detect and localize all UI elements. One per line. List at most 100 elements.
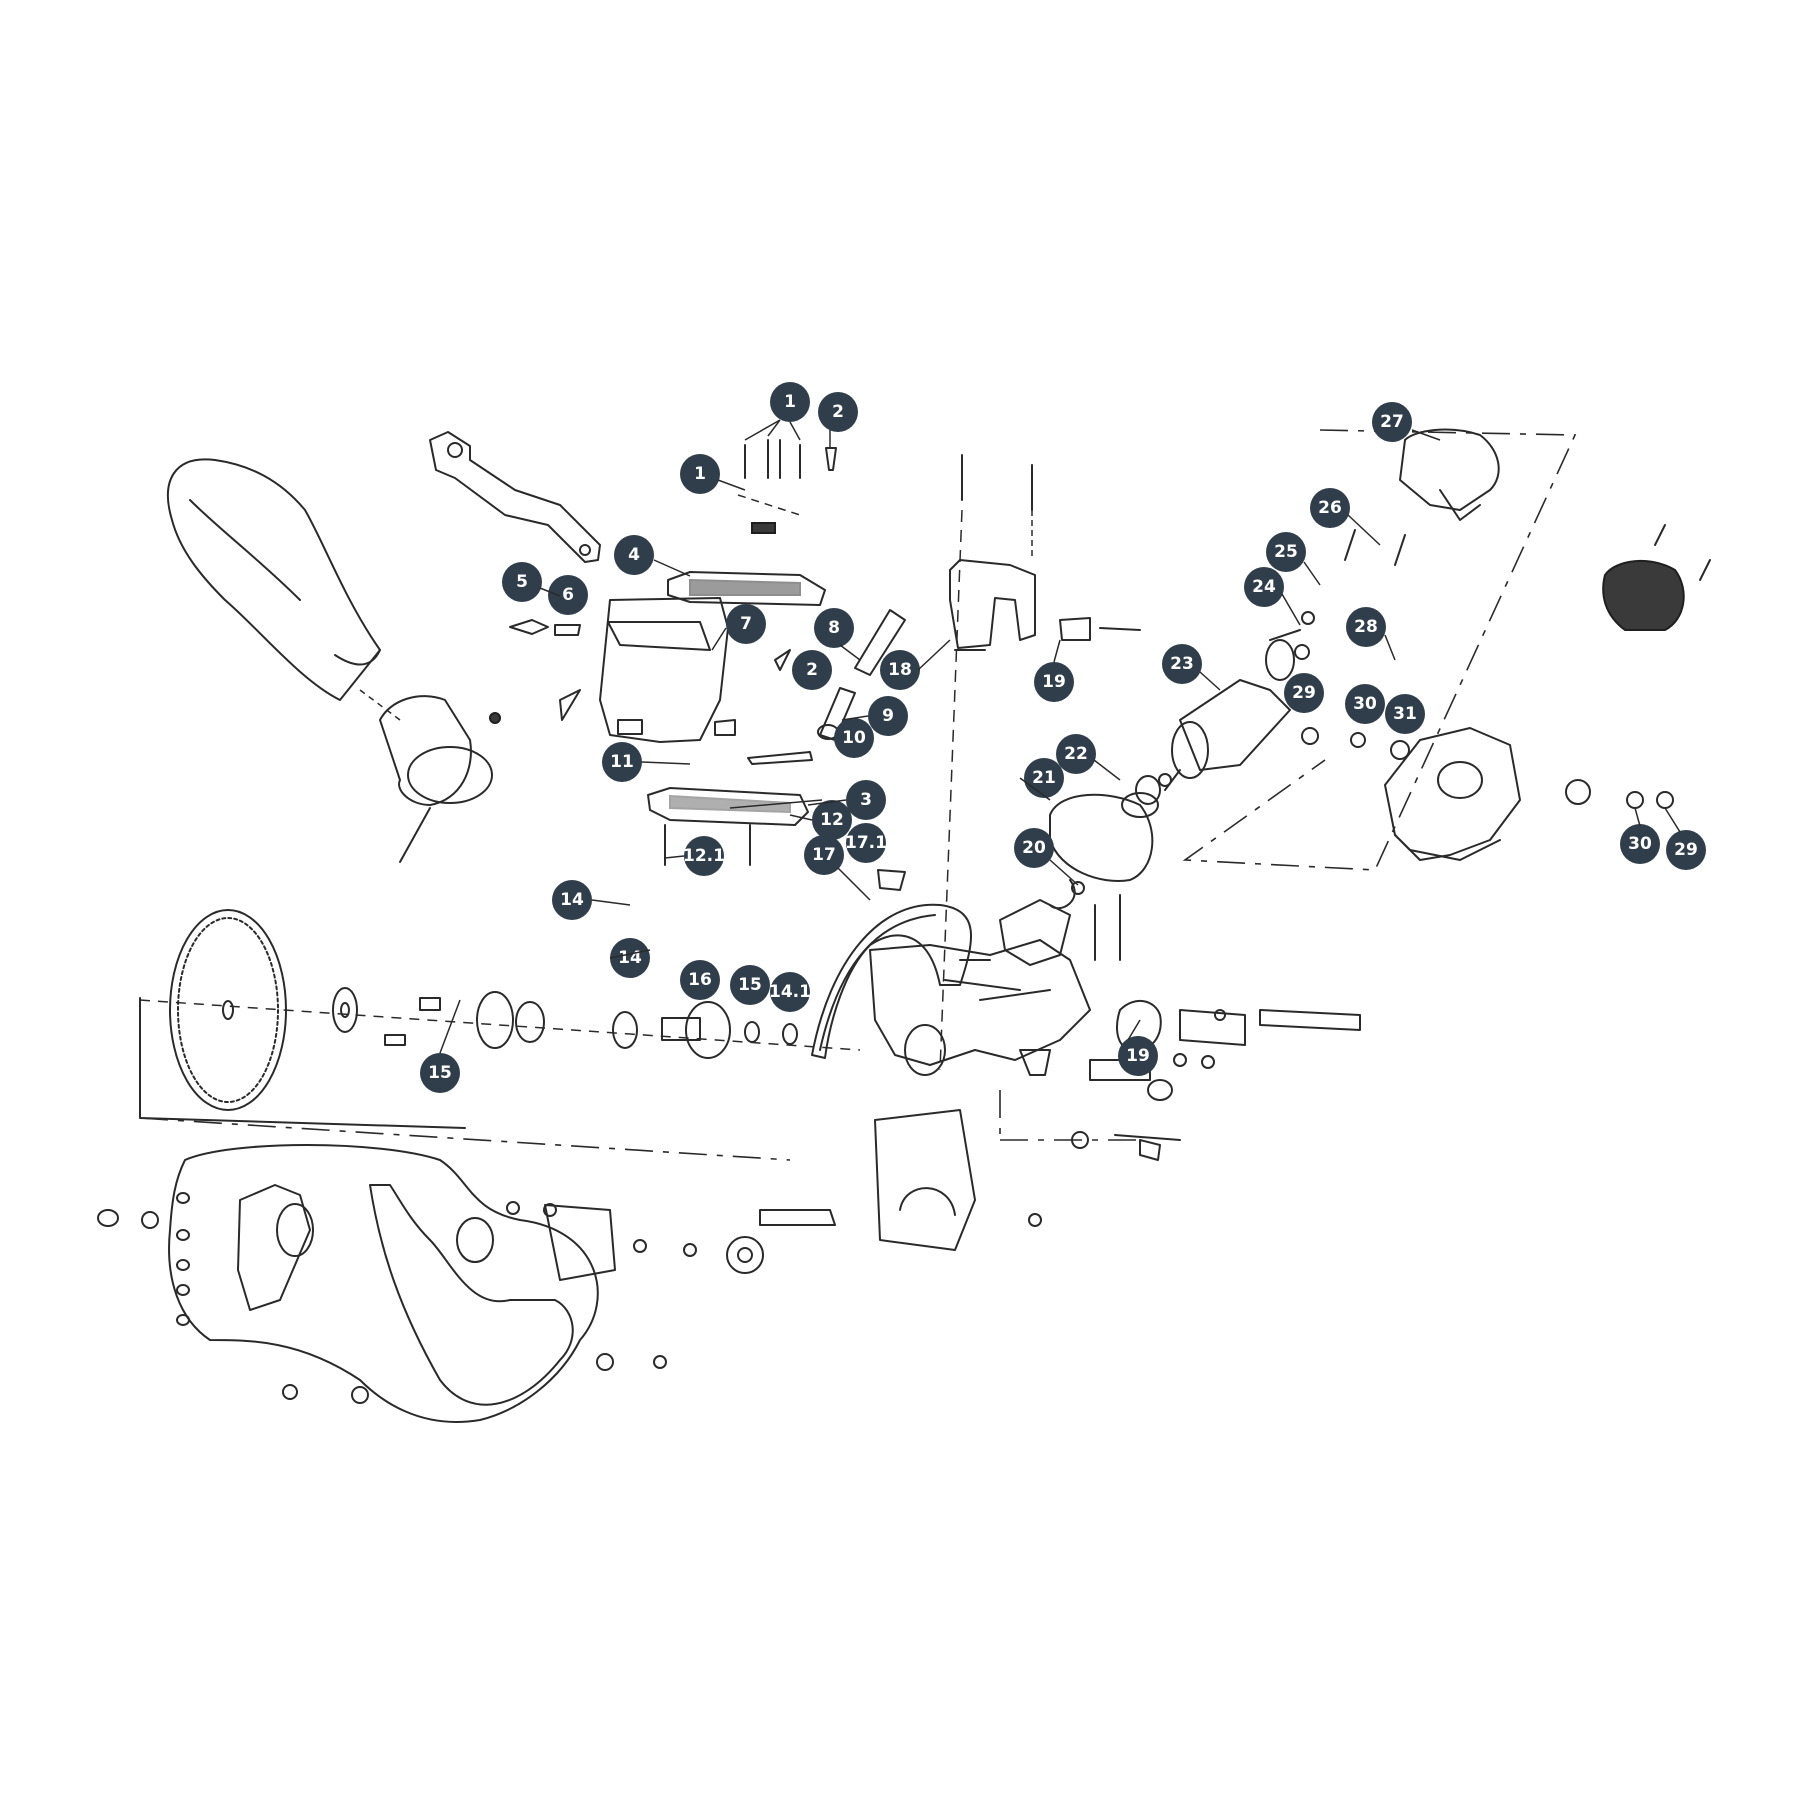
callout-12: 12 [812, 800, 852, 840]
pivot-parts [1089, 894, 1361, 1161]
svg-text:10: 10 [842, 728, 866, 748]
leaders [139, 799, 1140, 1161]
svg-text:31: 31 [1393, 704, 1417, 724]
blade-guard-upper [811, 869, 972, 1059]
svg-text:15: 15 [428, 1063, 452, 1083]
guard-plate [874, 1109, 976, 1251]
callout-18: 18 [880, 650, 920, 690]
svg-text:19: 19 [1126, 1046, 1150, 1066]
wrench [429, 431, 601, 563]
svg-text:22: 22 [1064, 744, 1088, 764]
svg-text:20: 20 [1022, 838, 1046, 858]
callout-9: 9 [868, 696, 908, 736]
svg-text:6: 6 [562, 585, 574, 605]
svg-text:17: 17 [812, 845, 836, 865]
motor-adapter [1049, 792, 1159, 910]
callout-19: 19 [1034, 662, 1074, 702]
svg-text:27: 27 [1380, 412, 1404, 432]
svg-text:23: 23 [1170, 654, 1194, 674]
svg-text:21: 21 [1032, 768, 1056, 788]
svg-text:3: 3 [860, 790, 872, 810]
callout-4: 4 [614, 535, 654, 575]
svg-text:1: 1 [784, 392, 796, 412]
arm-upright [939, 454, 1141, 1071]
callout-2: 2 [818, 392, 858, 432]
callout-12-1: 12.1 [683, 836, 725, 876]
callout-7: 7 [726, 604, 766, 644]
svg-text:7: 7 [740, 614, 752, 634]
callout-28: 28 [1346, 607, 1386, 647]
svg-text:17.1: 17.1 [845, 833, 887, 853]
part-7-region [509, 597, 729, 743]
svg-text:30: 30 [1353, 694, 1377, 714]
svg-text:12: 12 [820, 810, 844, 830]
callout-23: 23 [1162, 644, 1202, 684]
callout-29: 29 [1284, 673, 1324, 713]
callout-21: 21 [1024, 758, 1064, 798]
motor-armature [1164, 629, 1301, 791]
callout-17: 17 [804, 835, 844, 875]
callout-2b: 2 [792, 650, 832, 690]
svg-text:11: 11 [610, 752, 634, 772]
callout-30b: 30 [1620, 824, 1660, 864]
assembly-outline [1182, 429, 1577, 871]
callout-22: 22 [1056, 734, 1096, 774]
callout-17-1: 17.1 [845, 823, 887, 863]
callout-24: 24 [1244, 567, 1284, 607]
end-cap [1602, 524, 1711, 631]
svg-text:14.1: 14.1 [769, 982, 811, 1002]
callout-1: 1 [770, 382, 810, 422]
callout-14: 14 [552, 880, 592, 920]
svg-text:9: 9 [882, 706, 894, 726]
callout-leaders [439, 419, 1681, 1054]
callout-19b: 19 [1118, 1036, 1158, 1076]
svg-text:8: 8 [828, 618, 840, 638]
svg-text:28: 28 [1354, 617, 1378, 637]
motor-housing [1384, 727, 1521, 861]
svg-text:5: 5 [516, 572, 528, 592]
svg-text:29: 29 [1292, 683, 1316, 703]
callout-5: 5 [502, 562, 542, 602]
callout-26: 26 [1310, 488, 1350, 528]
callout-1b: 1 [680, 454, 720, 494]
callout-11: 11 [602, 742, 642, 782]
svg-text:2: 2 [806, 660, 818, 680]
arbor-parts [139, 987, 861, 1129]
svg-text:29: 29 [1674, 840, 1698, 860]
svg-text:14: 14 [618, 948, 642, 968]
dust-elbow [359, 689, 501, 863]
callout-27: 27 [1372, 402, 1412, 442]
handle-top-assembly [667, 439, 837, 606]
arm-housing [869, 899, 1091, 1076]
callout-30: 30 [1345, 684, 1385, 724]
svg-text:4: 4 [628, 545, 640, 565]
svg-text:19: 19 [1042, 672, 1066, 692]
lower-guard-assembly [168, 1144, 836, 1423]
callout-20: 20 [1014, 828, 1054, 868]
callout-14-1: 14.1 [769, 972, 811, 1012]
lever-assembly [559, 609, 906, 765]
callout-10: 10 [834, 718, 874, 758]
callout-25: 25 [1266, 532, 1306, 572]
svg-text:26: 26 [1318, 498, 1342, 518]
fasteners [97, 611, 1674, 1404]
svg-text:14: 14 [560, 890, 584, 910]
svg-text:1: 1 [694, 464, 706, 484]
handle-lower [647, 787, 809, 866]
svg-text:30: 30 [1628, 834, 1652, 854]
callout-31: 31 [1385, 694, 1425, 734]
callout-6: 6 [548, 575, 588, 615]
svg-text:24: 24 [1252, 577, 1276, 597]
svg-text:25: 25 [1274, 542, 1298, 562]
callout-3: 3 [846, 780, 886, 820]
motor-cover-top [1344, 428, 1500, 566]
dust-bag [167, 458, 381, 701]
callout-8: 8 [814, 608, 854, 648]
saw-blade [169, 909, 287, 1111]
callout-14b: 14 [610, 938, 650, 978]
callout-29b: 29 [1666, 830, 1706, 870]
svg-text:16: 16 [688, 970, 712, 990]
svg-text:2: 2 [832, 402, 844, 422]
svg-text:18: 18 [888, 660, 912, 680]
